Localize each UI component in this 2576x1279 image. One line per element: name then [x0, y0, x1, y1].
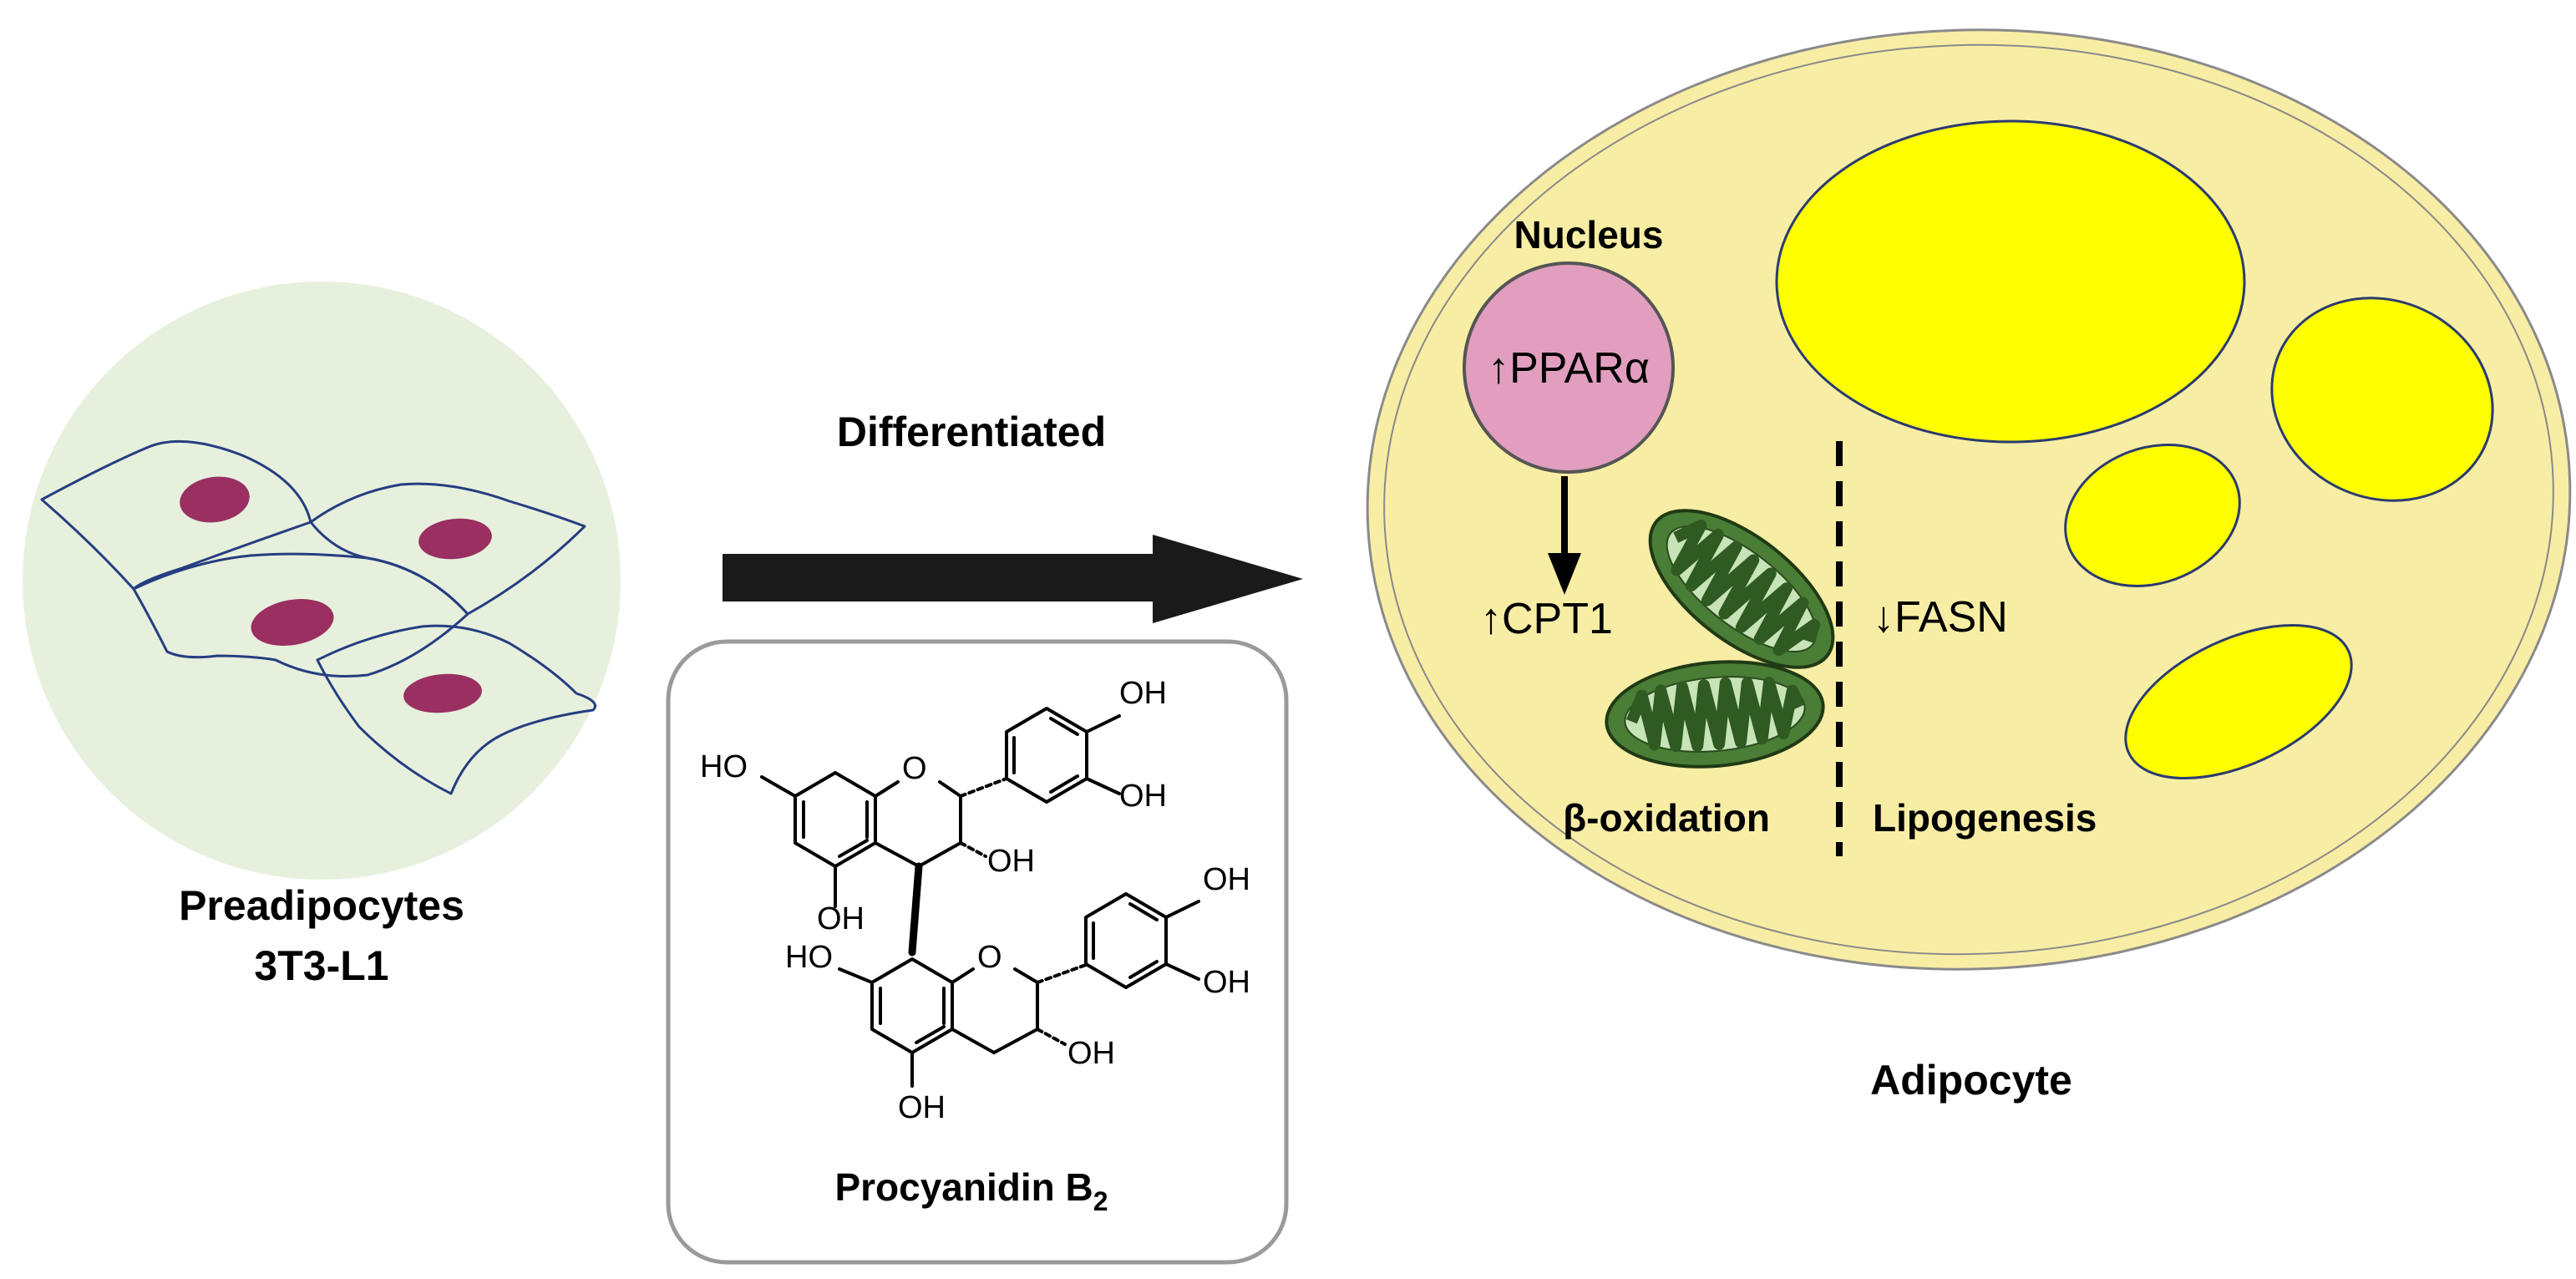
atom-label: OH [1203, 965, 1250, 1000]
atom-label: OH [898, 1090, 946, 1125]
cell-nucleus [403, 673, 482, 713]
adipocyte-inner-membrane [1383, 43, 2554, 956]
atom-label: OH [1119, 779, 1167, 814]
differentiated-label: Differentiated [837, 409, 1106, 455]
compound-name-main: Procyanidin B [834, 1165, 1093, 1209]
adipocyte-nucleus [1463, 261, 1675, 474]
cell-membranes [40, 439, 596, 795]
atom-label: OH [1203, 862, 1250, 897]
culture-dish [23, 282, 621, 880]
atom-label: HO [700, 749, 748, 784]
fasn-label: ↓FASN [1873, 593, 2008, 642]
compound-name-subscript: 2 [1093, 1186, 1108, 1216]
cell-nuclei [180, 476, 492, 713]
atom-label: OH [1119, 676, 1167, 711]
beta-oxidation-label: β-oxidation [1563, 796, 1770, 840]
preadipocytes-title: Preadipocytes [179, 882, 464, 929]
preadipocytes-subtitle: 3T3-L1 [254, 942, 388, 989]
differentiation-arrow: Differentiated [723, 409, 1303, 623]
preadipocyte-dish: Preadipocytes 3T3-L1 [23, 282, 621, 989]
cpt1-label: ↑CPT1 [1480, 595, 1613, 643]
lipid-droplets [1775, 119, 2494, 780]
compound-panel: OH OH HO O OH OH OH OH HO O OH OH Procya… [666, 639, 1289, 1265]
adipocyte-cell: Nucleus ↑PPARα ↑CPT1 ↓FASN β-oxidation L… [1366, 28, 2572, 971]
atom-label: OH [987, 844, 1035, 879]
lipid-droplet [2270, 297, 2494, 502]
atom-label: OH [1067, 1036, 1115, 1071]
mitochondrion-icon [1605, 660, 1825, 769]
compound-name: Procyanidin B2 [834, 1165, 1108, 1216]
compound-box [666, 639, 1289, 1265]
cell-outline [316, 624, 596, 795]
atom-label: OH [817, 901, 865, 936]
structure-atom-labels: OH OH HO O OH OH OH OH HO O OH OH [700, 676, 1250, 1125]
lipid-droplet [2064, 444, 2241, 587]
arrow-shape [723, 535, 1303, 623]
cell-outline [132, 552, 469, 678]
atom-label: O [902, 751, 927, 786]
cell-nucleus [251, 599, 334, 646]
cell-nucleus [418, 518, 492, 560]
activation-arrow [1548, 476, 1581, 595]
nucleus-label: Nucleus [1514, 213, 1664, 256]
atom-label: O [977, 940, 1002, 975]
procyanidin-structure [760, 707, 1200, 1088]
lipid-droplet [1775, 119, 2246, 444]
adipocyte-title: Adipocyte [1870, 1057, 2072, 1104]
atom-label: HO [785, 940, 833, 975]
mitochondrion-icon [1648, 509, 1835, 669]
cell-nucleus [180, 476, 250, 523]
lipogenesis-label: Lipogenesis [1873, 796, 2097, 840]
lipid-droplet [2124, 623, 2353, 780]
ppar-label: ↑PPARα [1488, 344, 1650, 393]
